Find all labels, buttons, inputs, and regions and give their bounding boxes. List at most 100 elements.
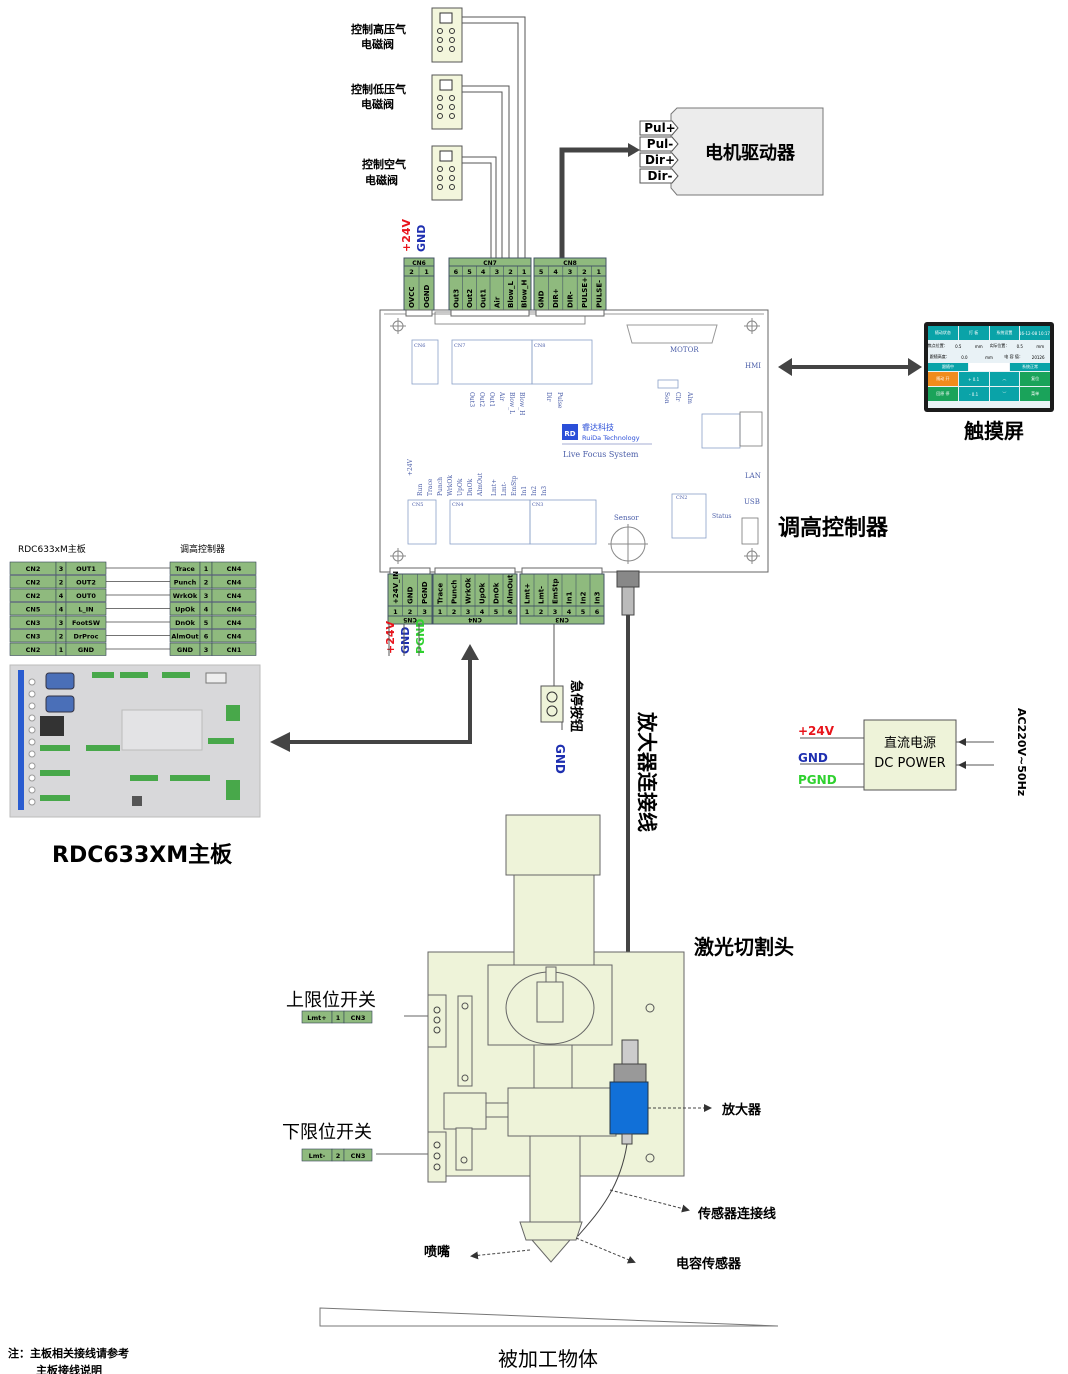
driver-pins: Pul+Pul-Dir+Dir- xyxy=(639,120,679,184)
svg-text:CN7: CN7 xyxy=(483,260,497,267)
svg-text:5: 5 xyxy=(539,268,544,276)
svg-text:AlmOut: AlmOut xyxy=(171,633,198,641)
hmi-button-row-2-cell: ﹀ xyxy=(989,387,1020,401)
svg-text:4: 4 xyxy=(59,606,64,614)
hmi-header-row-cell: 随动状态 xyxy=(928,326,958,340)
motor-driver-title: 电机驱动器 xyxy=(705,142,796,164)
svg-text:6: 6 xyxy=(595,608,600,616)
workpiece-shape xyxy=(319,1307,779,1327)
hmi-header-row-cell: 2016-12-08 10:17:25 xyxy=(1020,326,1050,340)
dc-power-supply xyxy=(863,719,957,791)
valve-low-label: 控制低压气电磁阀 xyxy=(351,82,406,111)
svg-text:2: 2 xyxy=(408,608,413,616)
driver-pin-0: Pul+ xyxy=(639,120,679,136)
svg-text:4: 4 xyxy=(567,608,572,616)
driver-pin-2: Dir+ xyxy=(639,152,679,168)
svg-text:CN4: CN4 xyxy=(227,633,242,641)
svg-text:CN3: CN3 xyxy=(26,633,41,641)
svg-text:CN5: CN5 xyxy=(26,606,41,614)
svg-text:L_IN: L_IN xyxy=(78,606,93,614)
svg-text:4: 4 xyxy=(59,592,64,600)
svg-text:In1: In1 xyxy=(566,591,574,604)
svg-text:CN5: CN5 xyxy=(412,502,423,508)
svg-text:1: 1 xyxy=(438,608,443,616)
nozzle-label: 喷嘴 xyxy=(424,1244,450,1260)
svg-text:Alm: Alm xyxy=(686,391,693,404)
valve-air-label: 控制空气电磁阀 xyxy=(362,157,406,187)
svg-text:DnOk: DnOk xyxy=(467,478,474,496)
svg-text:Out1: Out1 xyxy=(488,392,495,407)
hmi-height-row-cell: mm xyxy=(985,354,993,360)
svg-text:Lmt-: Lmt- xyxy=(501,482,508,496)
svg-text:5: 5 xyxy=(494,608,499,616)
svg-text:Lmt-: Lmt- xyxy=(309,1152,326,1160)
svg-text:2: 2 xyxy=(539,608,544,616)
svg-text:6: 6 xyxy=(454,268,459,276)
power-cn-label: 直流电源 xyxy=(884,736,936,751)
hmi-status-row: 跟随中系统正常 xyxy=(928,363,1050,371)
solenoid-valves: 控制高压气电磁阀 控制低压气电磁阀 控制空气电磁阀 xyxy=(351,7,463,201)
svg-text:DIR+: DIR+ xyxy=(552,288,560,308)
svg-text:Out3: Out3 xyxy=(452,289,460,308)
hmi-button-row-1-cell: + 0.1 xyxy=(958,372,989,386)
svg-text:Blow_H: Blow_H xyxy=(518,392,525,415)
estop-gnd-label: GND xyxy=(553,744,567,774)
svg-text:2: 2 xyxy=(582,268,587,276)
svg-text:3: 3 xyxy=(466,608,471,616)
driver-pin-3: Dir- xyxy=(639,168,679,184)
svg-text:Dir-: Dir- xyxy=(648,169,673,183)
hmi-height-row-cell: 20126 xyxy=(1031,354,1045,360)
svg-text:In3: In3 xyxy=(541,486,548,496)
amplifier-cable-label: 放大器连接线 xyxy=(635,711,659,832)
svg-text:In2: In2 xyxy=(531,486,538,496)
svg-text:OUT1: OUT1 xyxy=(76,565,96,573)
svg-text:Trace: Trace xyxy=(437,583,445,604)
hmi-button-row-1-cell: 随动 开 xyxy=(928,372,958,386)
svg-text:Pul+: Pul+ xyxy=(644,121,676,135)
capacitive-sensor-label: 电容传感器 xyxy=(676,1256,742,1272)
hmi-button-row-2: 回原 停- 0.1﹀菜单 xyxy=(928,387,1050,401)
svg-text:CN2: CN2 xyxy=(676,495,687,501)
svg-text:Punch: Punch xyxy=(451,580,459,604)
svg-text:Dir+: Dir+ xyxy=(645,153,675,167)
hmi-position-row-cell: mm xyxy=(974,343,983,349)
workpiece-label: 被加工物体 xyxy=(498,1347,598,1371)
board-status-label: Status xyxy=(712,513,731,520)
svg-text:CN3: CN3 xyxy=(26,619,41,627)
svg-text:5: 5 xyxy=(204,619,209,627)
hmi-height-row-cell: 电 容 值： xyxy=(1004,354,1023,359)
svg-text:CN4: CN4 xyxy=(452,502,463,508)
svg-text:PULSE-: PULSE- xyxy=(595,280,603,308)
svg-text:CN3: CN3 xyxy=(532,502,543,508)
svg-text:Lmt+: Lmt+ xyxy=(307,1014,326,1022)
svg-text:CN2: CN2 xyxy=(26,579,41,587)
lower-limit-label: 下限位开关 xyxy=(282,1122,372,1143)
svg-text:OVCC: OVCC xyxy=(408,287,416,308)
hmi-button-row-1-cell: ︿ xyxy=(989,372,1020,386)
svg-text:4: 4 xyxy=(553,268,558,276)
valve-wires xyxy=(462,16,526,260)
hmi-height-row-cell: 跟随高度： xyxy=(929,354,950,359)
svg-text:CN4: CN4 xyxy=(227,619,242,627)
svg-text:1: 1 xyxy=(336,1014,341,1022)
mainboard-label: RDC633XM主板 xyxy=(52,843,233,868)
svg-text:Out2: Out2 xyxy=(478,392,485,407)
svg-text:WrkOk: WrkOk xyxy=(447,475,454,496)
controller-label: 调高控制器 xyxy=(778,515,889,541)
hmi-position-row-cell: 0.5 xyxy=(955,343,962,349)
amplifier-label: 放大器 xyxy=(721,1102,762,1118)
svg-text:3: 3 xyxy=(553,608,558,616)
svg-text:UpOk: UpOk xyxy=(479,582,487,604)
laser-head-title: 激光切割头 xyxy=(694,935,794,959)
board-usb-label: USB xyxy=(744,498,760,506)
valve-low-icon xyxy=(431,74,463,130)
estop-label: 急停按钮 xyxy=(568,680,584,732)
touch-screen-label: 触摸屏 xyxy=(964,419,1024,443)
svg-text:CN3: CN3 xyxy=(351,1014,366,1022)
svg-text:Lmt-: Lmt- xyxy=(538,586,546,604)
svg-text:1: 1 xyxy=(393,608,398,616)
svg-text:CN7: CN7 xyxy=(454,343,465,349)
